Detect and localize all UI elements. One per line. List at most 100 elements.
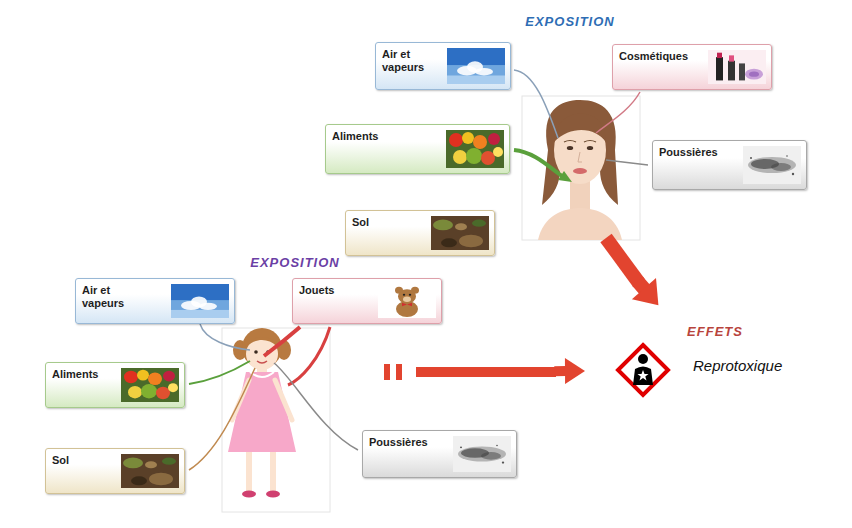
box-text: Poussières (659, 146, 734, 159)
source-picture-part (403, 297, 411, 302)
source-picture-part (163, 371, 175, 382)
child-figure (222, 328, 330, 512)
source-picture-part (717, 53, 722, 58)
source-picture-part (466, 148, 482, 164)
box-text: Jouets (299, 284, 359, 297)
hazard-pictogram-part (638, 370, 649, 381)
arrow-band-part (416, 367, 556, 377)
woman-figure-part (573, 168, 587, 174)
source-picture-part (481, 151, 495, 165)
effect-heading: EFFETS (585, 298, 845, 339)
child-figure-part (247, 337, 277, 346)
child-figure-part (228, 372, 296, 452)
exposure-region: EXPOSITION Air et vapeurs JouetsAlimentsPo… (33, 247, 557, 528)
leader-lines-part (514, 150, 562, 176)
box-text: Aliments (332, 130, 402, 143)
source-picture-part (441, 238, 457, 247)
source-picture-part (402, 303, 412, 307)
box-text: Sol (352, 216, 402, 229)
hazard-pictogram-part (638, 354, 648, 364)
source-label: Air et vapeurs (382, 48, 438, 74)
box-text: Sol (52, 454, 92, 467)
source-picture (446, 130, 504, 168)
source-picture-part (403, 294, 405, 296)
source-label: Aliments (52, 368, 112, 381)
source-picture-part (131, 476, 147, 485)
source-label: Sol (352, 216, 402, 229)
source-box: Sol (345, 210, 495, 256)
source-picture-part (750, 157, 752, 159)
source-label: Jouets (299, 284, 359, 297)
source-picture-part (493, 147, 503, 157)
source-picture-part (378, 284, 436, 318)
source-picture-part (171, 284, 229, 318)
child-figure-part (246, 452, 252, 492)
source-picture-part (472, 220, 486, 227)
source-box: Aliments (325, 124, 510, 174)
exposure-region: EXPOSITION Air et vapeurs CosmétiquesAlime… (305, 6, 835, 286)
region-title: EXPOSITION (33, 247, 557, 270)
child-figure-part (222, 328, 330, 512)
source-label: Cosmétiques (619, 50, 699, 63)
source-picture-part (748, 157, 796, 173)
region-outline-part (306, 7, 834, 285)
arrow-head (565, 358, 585, 384)
woman-figure (522, 96, 640, 240)
child-figure-part (270, 452, 276, 492)
source-picture-part (502, 461, 504, 463)
box-text: Poussières (369, 436, 444, 449)
source-picture-part (124, 371, 138, 384)
source-picture-part (409, 294, 411, 296)
source-picture (431, 216, 489, 250)
source-picture-part (446, 130, 504, 168)
box-text: Cosmétiques (619, 50, 699, 63)
source-picture-part (199, 303, 217, 310)
leader-lines-part (274, 363, 358, 450)
hazard-pictogram-part (618, 345, 668, 395)
hazard-pictogram (615, 342, 671, 398)
source-picture-part (716, 57, 723, 80)
source-picture-part (171, 310, 229, 318)
source-picture-part (743, 146, 801, 184)
woman-figure-part (578, 152, 582, 162)
source-picture-part (771, 163, 791, 171)
arrow-shaft (638, 281, 645, 289)
arrow-head (632, 278, 659, 305)
source-picture-part (447, 48, 505, 84)
source-box: Cosmétiques (612, 44, 772, 90)
region-title: EXPOSITION (305, 6, 835, 29)
source-picture-part (149, 473, 173, 486)
effect-outline-part (586, 299, 844, 441)
exposure-arrow (554, 358, 585, 384)
source-picture-part (728, 61, 735, 81)
woman-figure-part (567, 146, 573, 150)
box-text: Aliments (52, 368, 112, 381)
child-figure-part (254, 350, 258, 354)
effect-circle: EFFETS Reprotoxique (585, 298, 845, 442)
source-picture-part (496, 445, 498, 447)
source-picture-part (475, 68, 493, 76)
woman-figure-part (554, 114, 606, 142)
source-picture-part (156, 387, 170, 400)
source-label: Aliments (332, 130, 402, 143)
woman-figure-part (564, 141, 596, 143)
effect-label: Reprotoxique (693, 357, 845, 374)
arrow-band-part (396, 364, 402, 380)
leader-lines-part (264, 327, 300, 356)
leader-lines-part (514, 70, 558, 138)
source-picture-part (459, 235, 483, 248)
source-picture-part (447, 75, 505, 84)
arrow-band-part (606, 238, 639, 283)
source-picture-part (128, 386, 142, 399)
source-picture-part (145, 461, 157, 468)
source-picture-part (749, 71, 759, 76)
source-picture-part (745, 69, 763, 80)
box-text: Air et vapeurs (82, 284, 138, 310)
exposure-arrow (632, 278, 659, 305)
woman-figure-part (587, 146, 593, 150)
child-figure-part (242, 491, 256, 498)
source-picture-part (148, 372, 162, 385)
source-picture-part (458, 446, 506, 461)
source-box: Air et vapeurs (375, 42, 511, 90)
source-picture-part (123, 458, 143, 469)
